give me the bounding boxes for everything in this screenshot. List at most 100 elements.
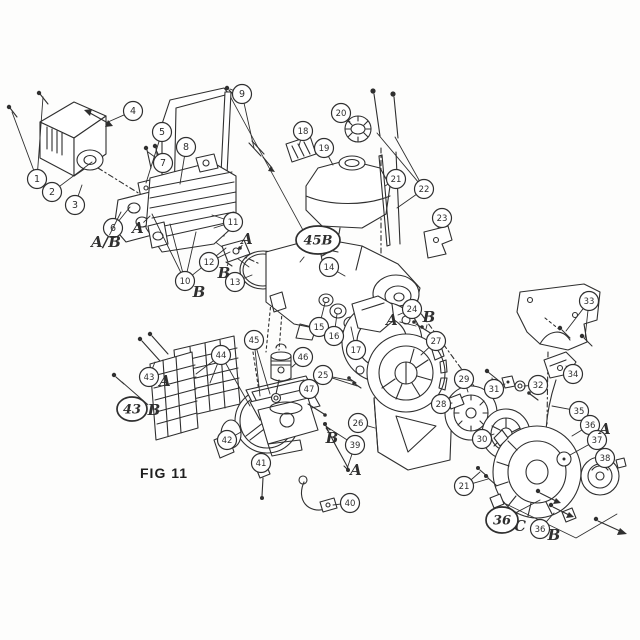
hand-letter-B: B <box>217 264 231 282</box>
part-bracket <box>423 225 453 259</box>
callout-number: 34 <box>568 370 579 380</box>
leader-line <box>77 184 83 197</box>
leader-line <box>551 405 571 410</box>
callout-circle <box>312 364 334 386</box>
callout-number: 9 <box>239 89 245 100</box>
callout-34: 34 <box>562 363 584 385</box>
leader-line <box>234 431 242 436</box>
part-tank-rods <box>370 88 401 247</box>
callout-36: 36 <box>529 518 551 540</box>
callout-number: 20 <box>336 109 347 119</box>
callout-circle <box>292 346 314 368</box>
hand-circled-45B: 45B <box>295 225 341 255</box>
leader-line <box>331 377 358 387</box>
leader-line <box>152 361 156 369</box>
callout-15: 15 <box>308 316 330 338</box>
callout-circle <box>339 492 361 514</box>
callout-circle <box>138 366 160 388</box>
callout-1: 1 <box>26 168 48 190</box>
part-starter-grip <box>543 351 577 431</box>
callout-number: 3 <box>72 200 78 211</box>
hand-letter-B: B <box>192 283 206 301</box>
callout-35: 35 <box>568 400 590 422</box>
leader-line <box>331 376 353 382</box>
callout-number: 32 <box>533 381 544 391</box>
callout-circle <box>401 298 423 320</box>
leader-line <box>256 348 271 395</box>
callout-42: 42 <box>216 429 238 451</box>
callout-19: 19 <box>313 137 335 159</box>
callout-circle <box>292 120 314 142</box>
callout-number: 18 <box>298 127 309 137</box>
callout-circle <box>430 393 452 415</box>
leader-line <box>396 194 417 209</box>
callout-number: 13 <box>230 278 241 288</box>
callout-41: 41 <box>250 452 272 474</box>
callout-number: 14 <box>324 263 335 273</box>
callout-circle <box>323 325 345 347</box>
callout-number: 41 <box>256 459 267 469</box>
leader-line <box>186 231 197 273</box>
leader-line <box>143 215 151 223</box>
leader-line <box>397 312 404 316</box>
callout-number: 21 <box>459 482 470 492</box>
callout-number: 12 <box>204 258 215 268</box>
callout-circle <box>198 251 220 273</box>
leader-line <box>195 360 214 375</box>
callout-25: 25 <box>312 364 334 386</box>
leader-line <box>584 309 589 339</box>
part-intake <box>221 239 287 290</box>
leader-line <box>545 512 555 523</box>
hand-letter-A: A <box>239 230 253 248</box>
callout-circle <box>431 207 453 229</box>
hand-letter-A: A <box>348 461 362 479</box>
callout-circle <box>222 211 244 233</box>
leader-line <box>169 223 184 273</box>
callout-33: 33 <box>578 290 600 312</box>
callout-number: 46 <box>298 353 309 363</box>
callout-number: 27 <box>431 337 442 347</box>
leader-line <box>472 478 489 484</box>
callout-circle <box>385 168 407 190</box>
callout-circle <box>210 344 232 366</box>
callout-number: 1 <box>34 174 40 185</box>
hand-circled-36: 36 <box>485 506 519 534</box>
callout-23: 23 <box>431 207 453 229</box>
leader-line <box>327 155 334 166</box>
callout-10: 10 <box>174 270 196 292</box>
callout-24: 24 <box>401 298 423 320</box>
callout-circle <box>453 368 475 390</box>
callout-circle <box>41 181 63 203</box>
callout-circle <box>216 429 238 451</box>
callout-circle <box>152 152 174 174</box>
callout-17: 17 <box>345 339 367 361</box>
hand-circle <box>116 396 148 422</box>
callout-circle <box>562 363 584 385</box>
callout-number: 47 <box>304 385 315 395</box>
callout-number: 40 <box>345 499 356 509</box>
leader-line <box>147 151 156 158</box>
direction-arrow <box>84 109 113 127</box>
leader-line <box>346 453 353 470</box>
callout-number: 36 <box>535 525 546 535</box>
callout-21: 21 <box>453 475 475 497</box>
callout-circle <box>64 194 86 216</box>
callout-27: 27 <box>425 330 447 352</box>
callout-28: 28 <box>430 393 452 415</box>
callout-number: 16 <box>329 332 340 342</box>
callout-circle <box>529 518 551 540</box>
callout-21: 21 <box>385 168 407 190</box>
callout-number: 2 <box>49 187 55 198</box>
hand-circle <box>295 225 341 255</box>
callout-number: 21 <box>391 175 402 185</box>
callout-20: 20 <box>330 102 352 124</box>
hand-letter-B: B <box>422 308 436 326</box>
callout-circle <box>471 428 493 450</box>
leader-line <box>291 362 297 368</box>
leader-line <box>145 140 160 184</box>
callout-number: 10 <box>180 277 191 287</box>
callout-circle <box>425 330 447 352</box>
leader-line <box>213 224 225 229</box>
callout-circle <box>231 83 253 105</box>
